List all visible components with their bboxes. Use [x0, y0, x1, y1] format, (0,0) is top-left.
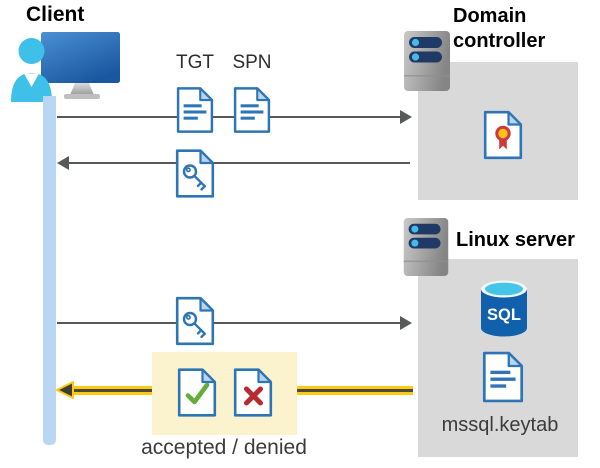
keytab-filename-label: mssql.keytab [441, 414, 559, 436]
domain-controller-title: Domain controller [453, 5, 546, 52]
result-label: accepted / denied [141, 436, 307, 459]
certificate-seal [495, 125, 511, 142]
key-ticket-doc-icon-2 [175, 296, 215, 346]
key-icon [182, 311, 206, 339]
arrow-ticket-to-linux-head [400, 316, 412, 330]
user-icon [11, 38, 52, 102]
client-lifeline [43, 96, 56, 445]
monitor-icon [41, 32, 120, 99]
certificate-ribbon [499, 138, 507, 150]
spn-doc-icon [233, 87, 271, 133]
sql-database-icon: SQL [481, 280, 527, 337]
cross-icon [244, 386, 263, 406]
arrow-ticket-response-head [57, 156, 69, 170]
linux-server-icon [403, 217, 449, 277]
key-icon [182, 164, 206, 191]
arrow-tgt-spn-request-line [57, 116, 401, 118]
denied-doc-icon [233, 368, 273, 417]
keytab-doc-icon [482, 351, 524, 403]
check-icon [185, 382, 210, 405]
client-computer-user-icon [11, 32, 120, 102]
key-ticket-doc-icon [175, 149, 215, 198]
arrow-tgt-spn-request-head [400, 110, 412, 124]
arrow-ticket-response-line [68, 162, 410, 164]
certificate-doc-icon [483, 110, 523, 160]
spn-label: SPN [232, 52, 272, 73]
domain-controller-server-icon [404, 31, 450, 91]
sql-badge-label: SQL [487, 306, 521, 324]
linux-server-title: Linux server [456, 229, 575, 251]
arrow-result-response-head [56, 381, 74, 399]
tgt-doc-icon [176, 87, 214, 133]
result-highlight-box [152, 352, 297, 435]
accepted-doc-icon [177, 368, 217, 417]
tgt-label: TGT [176, 52, 214, 73]
client-title: Client [26, 3, 85, 26]
arrow-ticket-to-linux-line [57, 322, 401, 324]
